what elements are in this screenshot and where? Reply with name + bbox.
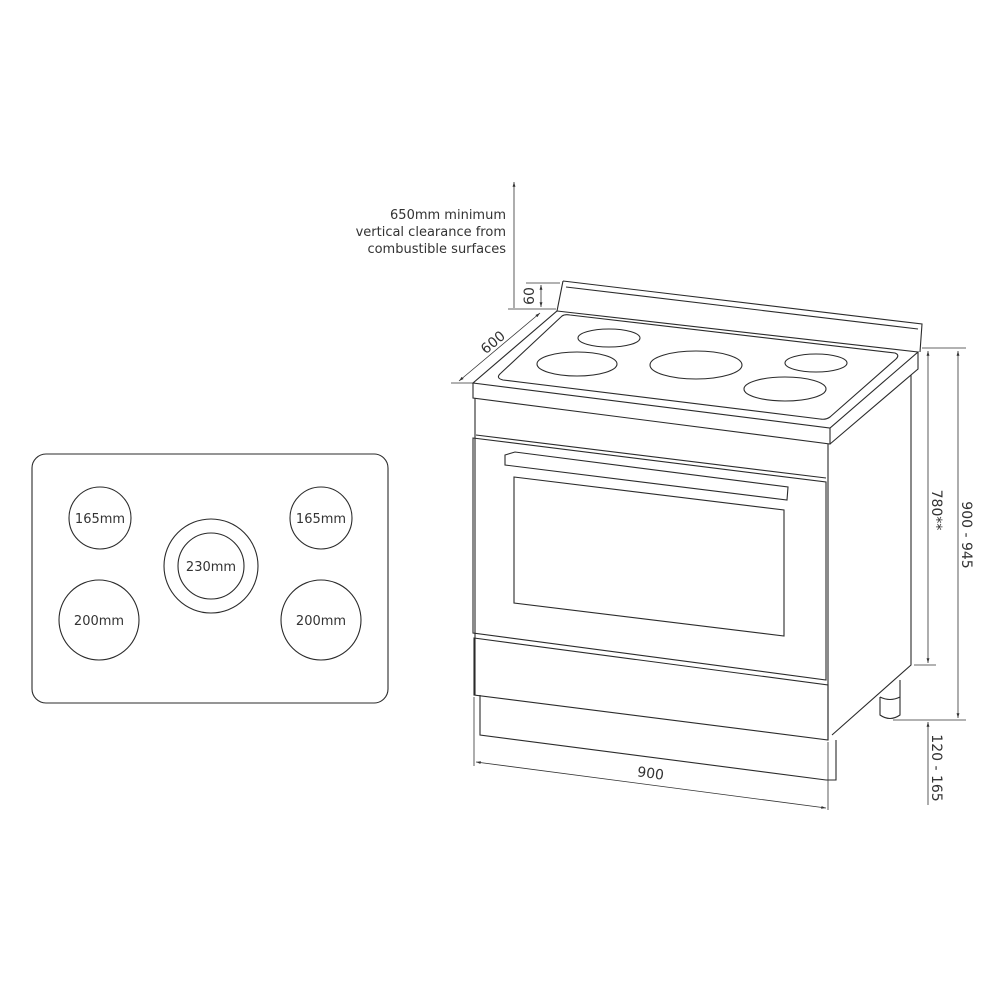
base-height-label: 780**: [928, 490, 944, 531]
oven-handle: [504, 451, 789, 501]
burner-size-label: 200mm: [296, 614, 346, 629]
burner-front-right: [743, 376, 827, 402]
width-label: 900: [636, 764, 665, 783]
burner-zone: [289, 486, 353, 550]
burner-front-left: [536, 351, 618, 377]
glass-surface: [497, 314, 899, 420]
hob-layout: 165mm 165mm 230mm 200mm 200mm: [31, 453, 389, 704]
burner-center: [649, 350, 743, 380]
burner-size-label: 230mm: [186, 560, 236, 575]
oven-door: [472, 437, 827, 681]
clearance-line-1: 650mm minimum: [390, 208, 506, 223]
cooktop-edge: [472, 352, 919, 445]
burner-zone: [68, 486, 132, 550]
adjustable-leg: [879, 680, 901, 720]
burner-size-label: 200mm: [74, 614, 124, 629]
cooktop: [471, 310, 920, 429]
burner-zone-inner: [177, 532, 245, 600]
burner-size-label: 165mm: [296, 512, 346, 527]
total-height-label: 900 - 945: [958, 501, 974, 568]
clearance-line-3: combustible surfaces: [367, 242, 506, 257]
backguard-height-label: 60: [522, 287, 538, 305]
depth-dimension-arrow: [458, 312, 541, 382]
burner-size-label: 165mm: [75, 512, 125, 527]
storage-drawer: [473, 637, 829, 741]
burner-zone: [280, 579, 362, 661]
cooker-drawing: [471, 280, 923, 781]
burner-zone: [58, 579, 140, 661]
clearance-line-2: vertical clearance from: [356, 225, 506, 240]
burner-back-left: [577, 328, 641, 348]
leg-height-label: 120 - 165: [928, 734, 944, 801]
cabinet-body: [474, 375, 912, 740]
hob-outline: [31, 453, 389, 704]
burner-zone-outer: [163, 518, 259, 614]
depth-label: 600: [478, 328, 509, 357]
width-dimension-arrow: [475, 761, 827, 809]
burner-back-right: [784, 353, 848, 373]
backguard: [556, 280, 923, 353]
door-top-edge: [475, 434, 827, 479]
clearance-note: 650mm minimum vertical clearance from co…: [356, 208, 507, 257]
oven-window: [513, 476, 785, 637]
